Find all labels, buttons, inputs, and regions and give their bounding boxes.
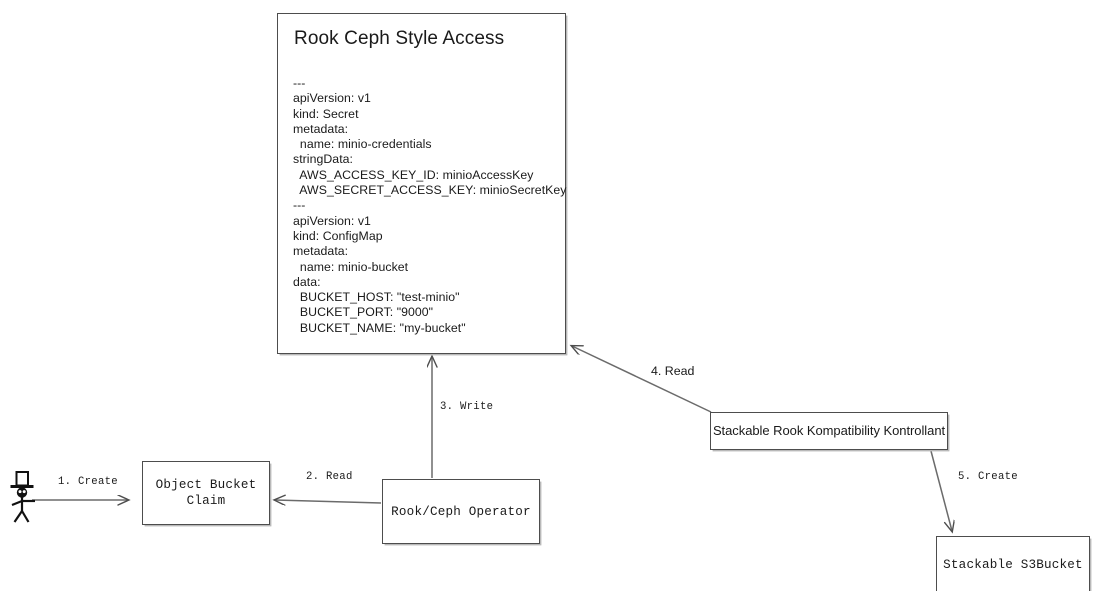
- node-srkk-label: Stackable Rook Kompatibility Kontrollant: [712, 423, 946, 438]
- node-object-bucket-claim[interactable]: Object Bucket Claim: [142, 461, 270, 525]
- edge-5-create-arrow: [930, 450, 952, 531]
- edge-label-4-read: 4. Read: [651, 364, 695, 378]
- yaml-card-body: --- apiVersion: v1 kind: Secret metadata…: [293, 76, 567, 335]
- edge-2-read-arrow: [275, 500, 382, 503]
- edge-label-2-read: 2. Read: [306, 471, 353, 483]
- edge-label-3-write: 3. Write: [440, 401, 494, 413]
- yaml-card: Rook Ceph Style Access --- apiVersion: v…: [277, 13, 566, 354]
- edge-4-read-arrow: [572, 346, 712, 413]
- node-stackable-s3bucket[interactable]: Stackable S3Bucket: [936, 536, 1090, 591]
- node-object-bucket-claim-label: Object Bucket Claim: [155, 478, 257, 508]
- node-stackable-rook-kompatibility-kontrollant[interactable]: Stackable Rook Kompatibility Kontrollant: [710, 412, 948, 450]
- yaml-card-title: Rook Ceph Style Access: [294, 28, 505, 49]
- node-rook-ceph-operator-label: Rook/Ceph Operator: [391, 504, 531, 519]
- edge-label-1-create: 1. Create: [58, 476, 118, 488]
- node-stackable-s3bucket-label: Stackable S3Bucket: [943, 558, 1083, 572]
- actor-stick-figure: [6, 470, 42, 524]
- edge-label-5-create: 5. Create: [958, 471, 1018, 483]
- node-rook-ceph-operator[interactable]: Rook/Ceph Operator: [382, 479, 540, 544]
- stick-figure-with-top-hat-icon: [10, 471, 35, 523]
